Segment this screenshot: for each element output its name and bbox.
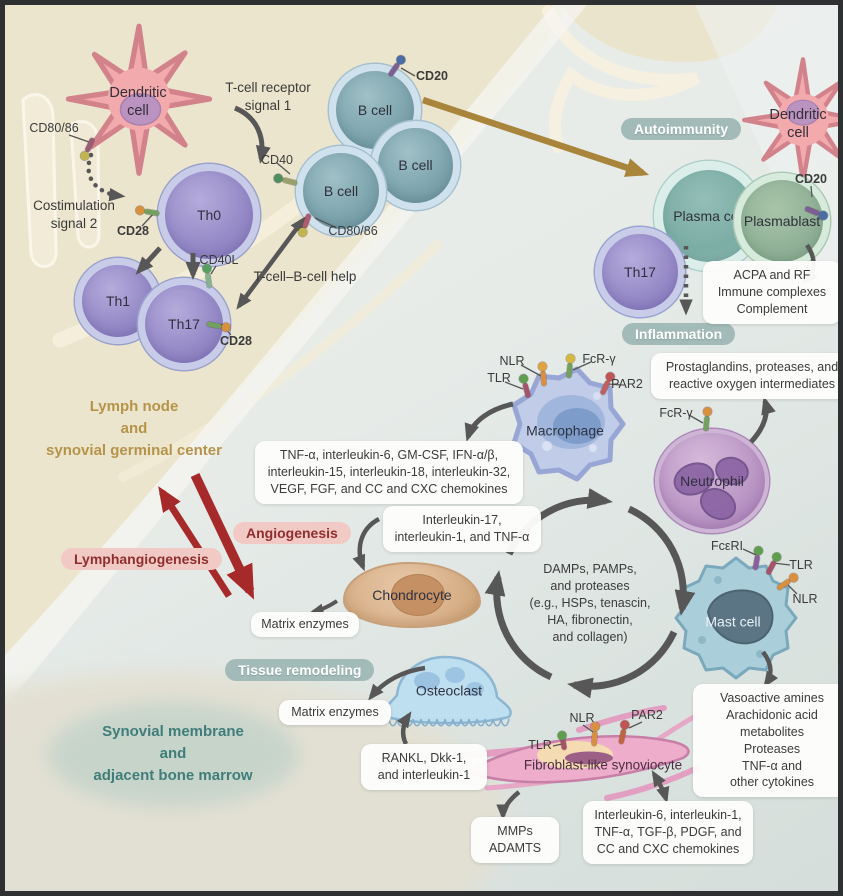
cd40-receptor-b-cell: [275, 175, 299, 187]
tlr-receptor-synoviocyte: [558, 733, 567, 752]
autoimmunity-badge: Autoimmunity: [621, 118, 742, 140]
cell-b-left-label: B cell: [323, 182, 359, 199]
cd40-b-label: CD40: [261, 153, 293, 168]
cell-th1-label: Th1: [105, 292, 131, 309]
nlr-receptor-macrophage: [539, 364, 547, 387]
dendritic-left-label: Dendritic cell: [109, 84, 167, 119]
macrophage-label: Macrophage: [526, 422, 604, 439]
matrix-enzymes-chondrocyte-box: Matrix enzymes: [251, 612, 359, 637]
cell-th17-right-label: Th17: [624, 263, 656, 280]
cell-b-right-label: B cell: [398, 157, 433, 174]
cd28-th17-label: CD28: [220, 334, 252, 349]
cell-neutrophil-label: Neutrophil: [680, 472, 744, 489]
cell-plasmablast-label: Plasmablast: [743, 212, 821, 229]
nlr-synoviocyte-label: NLR: [569, 711, 595, 726]
cd80-86-dendritic-label: CD80/86: [29, 121, 79, 136]
cell-chondrocyte: Chondrocyte: [343, 562, 481, 628]
cell-th17-right: Th17: [595, 227, 685, 317]
cell-b-left: B cell: [296, 146, 386, 236]
lymph-node-region-title: Lymph node and synovial germinal center: [46, 398, 222, 459]
nlr-mast-label: NLR: [792, 592, 818, 607]
mmps-box: MMPs ADAMTS: [471, 817, 559, 863]
cell-th0: Th0: [158, 164, 260, 266]
mast-mediators-box: Vasoactive amines Arachidonic acid metab…: [693, 684, 838, 798]
fcr-gamma-receptor-macrophage: [565, 356, 573, 379]
par2-receptor-synoviocyte: [617, 722, 628, 746]
cd20-plasmablast-label: CD20: [795, 172, 827, 187]
il17-box: Interleukin-17, interleukin-1, and TNF-α: [383, 506, 541, 552]
cd40l-label: CD40L: [199, 253, 239, 268]
chondrocyte-nucleus: [391, 574, 445, 616]
macrophage-cytokines-box: TNF-α, interleukin-6, GM-CSF, IFN-α/β, i…: [255, 441, 523, 504]
tissue-remodeling-badge: Tissue remodeling: [225, 659, 375, 681]
acpa-box: ACPA and RF Immune complexes Complement: [703, 261, 838, 324]
fceri-mast-label: FcεRI: [711, 539, 743, 554]
tlr-receptor-mast: [764, 553, 780, 576]
synoviocyte-cytokines-box: Interleukin-6, interleukin-1, TNF-α, TGF…: [583, 801, 753, 864]
fceri-receptor-mast: [751, 548, 761, 572]
cell-b-top-label: B cell: [357, 101, 393, 118]
damps-text: DAMPs, PAMPs, and proteases (e.g., HSPs,…: [529, 562, 651, 644]
synoviocyte-label: Fibroblast-like synoviocyte: [523, 757, 683, 773]
tlr-synoviocyte-label: TLR: [528, 738, 552, 753]
cell-chondrocyte-label: Chondrocyte: [372, 586, 452, 603]
inflammation-badge: Inflammation: [622, 323, 736, 345]
synovial-membrane-region-title: Synovial membrane and adjacent bone marr…: [93, 723, 253, 784]
rankl-box: RANKL, Dkk-1, and interleukin-1: [361, 744, 487, 790]
cd28-receptor-th0: [137, 207, 161, 217]
tlr-receptor-macrophage: [520, 376, 532, 400]
tlr-mast-label: TLR: [789, 558, 813, 573]
nlr-macrophage-label: NLR: [499, 354, 525, 369]
matrix-enzymes-osteoclast-box: Matrix enzymes: [279, 700, 391, 725]
costimulation-signal-2-text: Costimulation signal 2: [33, 198, 115, 231]
cd80-86-b-label: CD80/86: [328, 224, 378, 239]
t-cell-b-cell-help-text: T-cell–B-cell help: [253, 269, 357, 284]
osteoclast-label: Osteoclast: [415, 682, 483, 699]
nlr-receptor-mast: [775, 573, 797, 591]
mast-cell-label: Mast cell: [705, 613, 761, 630]
fcr-gamma-neutrophil-label: FcR-γ: [659, 406, 693, 421]
fcr-gamma-macrophage-label: FcR-γ: [582, 352, 616, 367]
cell-neutrophil: Neutrophil: [655, 429, 769, 533]
cell-th0-label: Th0: [196, 206, 222, 223]
nlr-receptor-synoviocyte: [590, 724, 598, 747]
lymphangiogenesis-badge: Lymphangiogenesis: [61, 548, 222, 570]
cd80-86-receptor-dendritic: [81, 136, 96, 159]
prostaglandins-box: Prostaglandins, proteases, and reactive …: [651, 353, 838, 399]
angiogenesis-badge: Angiogenesis: [233, 522, 351, 544]
dendritic-right-label: Dendritic cell: [769, 106, 827, 141]
par2-synoviocyte-label: PAR2: [631, 708, 663, 723]
tlr-macrophage-label: TLR: [487, 371, 511, 386]
cd20-b-label: CD20: [416, 69, 448, 84]
tcr-signal-1-text: T-cell receptor signal 1: [225, 80, 311, 113]
par2-macrophage-label: PAR2: [611, 377, 643, 392]
cell-th17-left-label: Th17: [168, 315, 200, 332]
cd28-th0-label: CD28: [117, 224, 149, 239]
